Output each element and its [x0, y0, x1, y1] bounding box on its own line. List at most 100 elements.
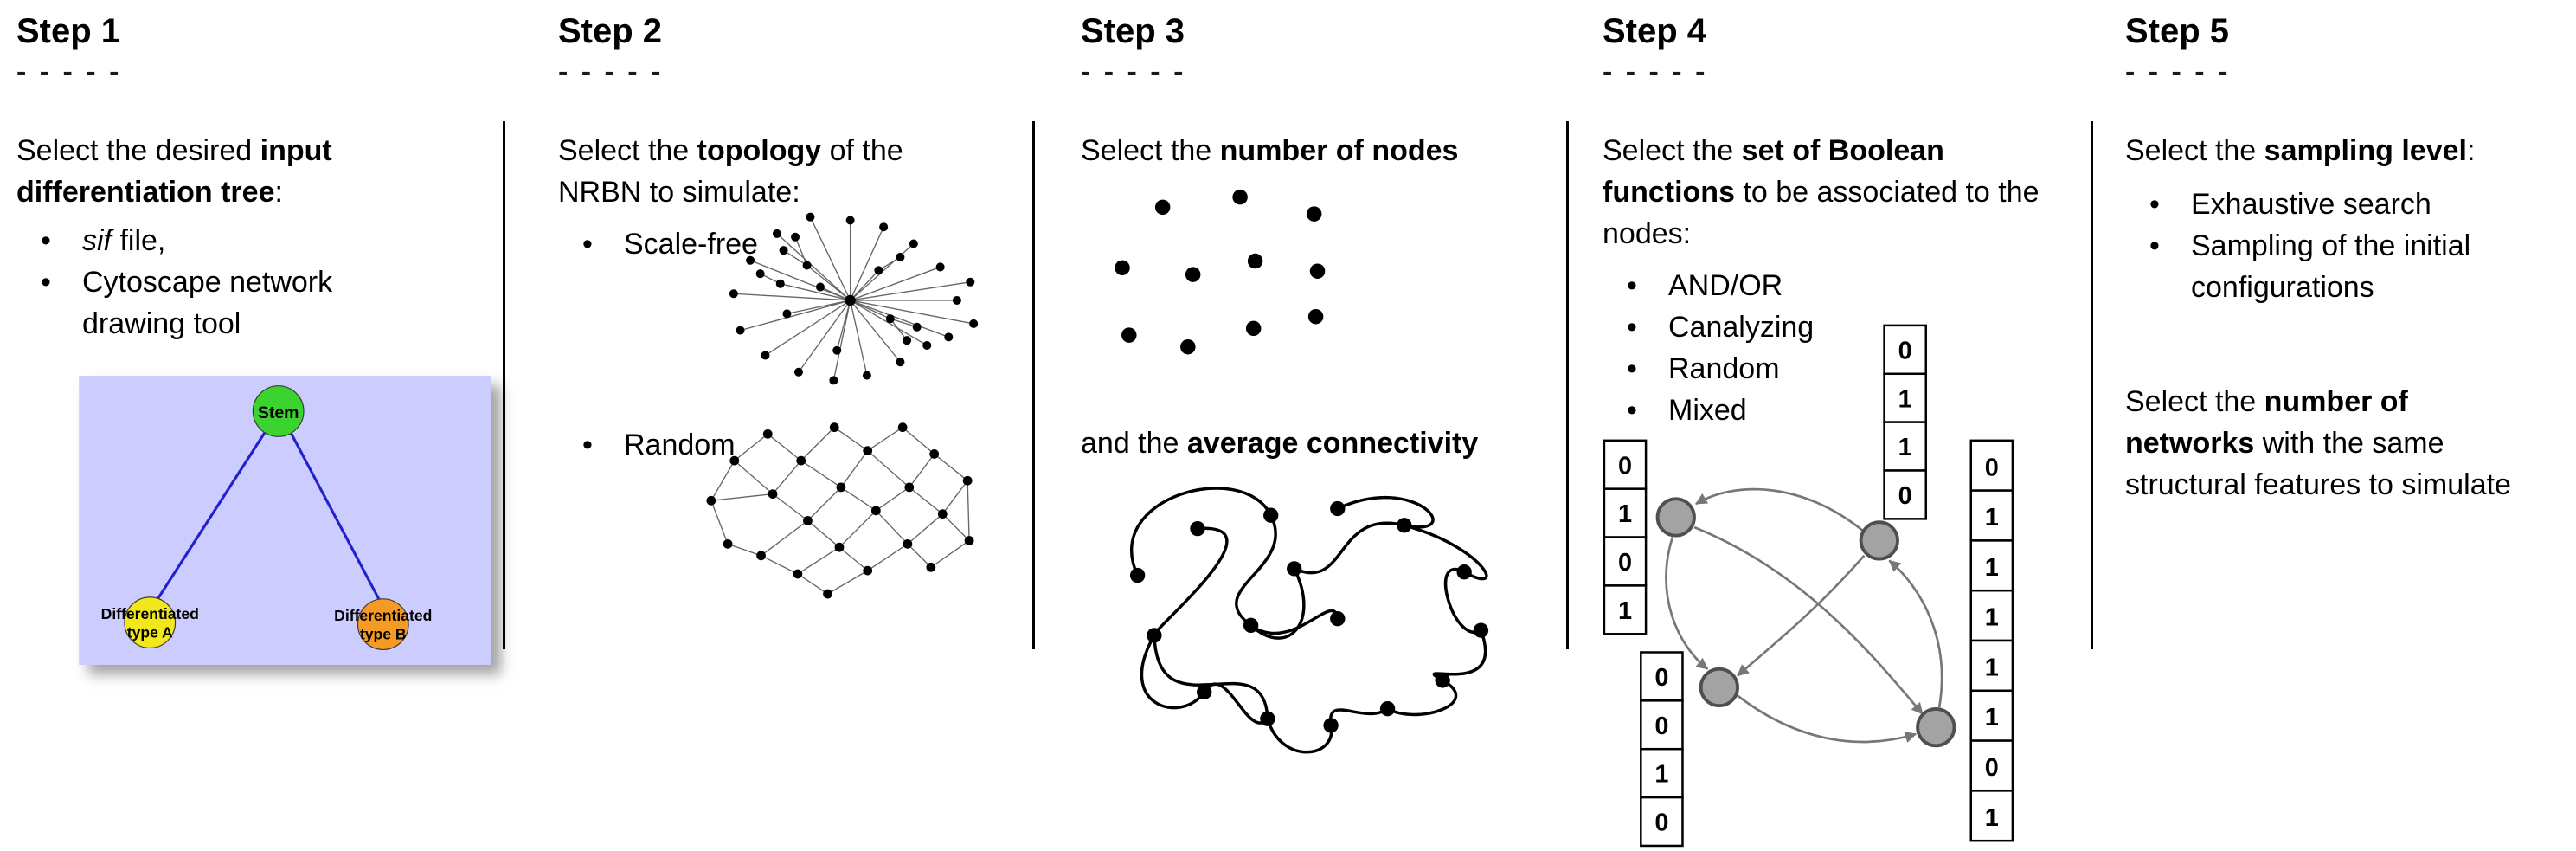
step-3-column: Step 3 - - - - - Select the number of no…: [1081, 0, 1561, 851]
bullet-and-or: AND/OR: [1603, 265, 1897, 306]
intro-text: :: [2466, 134, 2476, 167]
nodes-dots-svg: [1115, 189, 1326, 355]
network-nodes: [706, 422, 974, 599]
column-divider-1: [503, 121, 505, 649]
bullet-label: Exhaustive search: [2191, 188, 2431, 221]
column-divider-2: [1032, 121, 1035, 649]
bullet-dot-icon: [582, 223, 624, 265]
intro-text: of the NRBN to simulate:: [558, 134, 903, 209]
cell-value: 0: [1898, 482, 1912, 510]
type-a-node: [124, 596, 177, 649]
step-4-dashes: - - - - -: [1603, 55, 1708, 88]
tree-edge-right: [288, 430, 383, 605]
bullet-mixed: Mixed: [1603, 390, 1897, 431]
boolean-table-4: 0 1 1 1 1 1 0 1: [1969, 439, 2014, 842]
bullet-label: Random: [1668, 352, 1780, 385]
network-nodes: [729, 212, 979, 385]
stem-node: [252, 385, 305, 437]
step-1-bullet-list: sif file, Cytoscape network drawing tool: [16, 220, 423, 345]
sif-italic: sif: [82, 224, 112, 257]
network-edges: [733, 216, 974, 381]
step-5-networks-paragraph: Select the number of networks with the s…: [2125, 381, 2532, 506]
intro-bold-text: set of Boolean functions: [1603, 134, 1944, 209]
bullet-sampling-initial-configurations: Sampling of the initial configurations: [2125, 225, 2558, 308]
boolean-network-svg: 0 1 1 0 0 1 0 1: [1603, 324, 2014, 848]
step-1-intro: Select the desired input differentiation…: [16, 130, 423, 213]
graph-nodes: [1655, 497, 1956, 748]
intro-text: :: [274, 176, 283, 209]
connectivity-tangle-figure: [1084, 472, 1559, 772]
bullet-dot-icon: [2149, 225, 2191, 308]
bullet-label: Sampling of the initial configurations: [2191, 229, 2471, 304]
gene-node-c: [1699, 667, 1739, 708]
intro-text: with the same structural features to sim…: [2125, 427, 2511, 501]
cell-value: 1: [1985, 504, 1999, 532]
intro-bold-text: topology: [697, 134, 822, 167]
boolean-network-figure: 0 1 1 0 0 1 0 1: [1603, 319, 2056, 849]
cell-value: 1: [1985, 654, 1999, 681]
intro-text: Select the: [2125, 385, 2264, 418]
step-2-title: Step 2: [558, 12, 663, 50]
cell-value: 0: [1618, 549, 1632, 577]
step-5-dashes: - - - - -: [2125, 55, 2231, 88]
boolean-table-2: 0 1 0 1: [1603, 439, 1648, 635]
cell-value: 0: [1985, 454, 1999, 481]
tangle-edges: [1129, 487, 1488, 754]
step-5-column: Step 5 - - - - - Select the sampling lev…: [2125, 0, 2571, 851]
boolean-table-1: 0 1 1 0: [1883, 324, 1927, 520]
step-2-column: Step 2 - - - - - Select the topology of …: [558, 0, 1030, 851]
column-divider-3: [1566, 121, 1569, 649]
bullet-label-rest: file,: [112, 224, 166, 257]
column-divider-4: [2091, 121, 2093, 649]
scale-free-network-figure: [703, 187, 1004, 412]
random-network-svg: [706, 422, 974, 599]
intro-text: Select the: [558, 134, 697, 167]
cell-value: 1: [1985, 604, 1999, 632]
bullet-label: Random: [624, 429, 736, 461]
bullet-label: Cytoscape network drawing tool: [82, 266, 333, 340]
edge-d-to-b: [1888, 559, 1943, 708]
step-1-title: Step 1: [16, 12, 121, 50]
bullet-sif-file: sif file,: [16, 220, 423, 261]
cell-value: 1: [1985, 554, 1999, 582]
intro-text: Select the: [1603, 134, 1742, 167]
boolean-table-3: 0 0 1 0: [1640, 651, 1684, 848]
step-4-intro: Select the set of Boolean functions to b…: [1603, 130, 2040, 255]
cell-value: 1: [1985, 804, 1999, 832]
bullet-label: Canalyzing: [1668, 311, 1815, 344]
cell-value: 1: [1654, 761, 1668, 789]
cell-value: 0: [1654, 809, 1668, 837]
cell-value: 0: [1985, 754, 1999, 782]
edge-a-to-d: [1693, 525, 1924, 715]
network-edges: [710, 427, 970, 595]
tangle-nodes: [1129, 500, 1489, 733]
type-a-label-line1: Differentiated: [101, 605, 199, 622]
bullet-dot-icon: [582, 424, 624, 466]
bullet-canalyzing: Canalyzing: [1603, 306, 1897, 348]
step-3-line2: and the average connectivity: [1081, 422, 1561, 464]
step-5-intro: Select the sampling level:: [2125, 130, 2558, 171]
intro-text: Select the desired: [16, 134, 260, 167]
edge-b-to-c: [1737, 554, 1866, 677]
graph-edges: [1665, 487, 1943, 744]
bullet-random: Random: [558, 424, 736, 466]
cell-value: 1: [1618, 597, 1632, 625]
step-3-line1: Select the number of nodes: [1081, 130, 1561, 171]
cell-value: 1: [1898, 434, 1912, 461]
differentiation-tree-figure: Stem Differentiated type A Differentiate…: [79, 376, 491, 665]
gene-node-b: [1859, 520, 1899, 561]
bullet-dot-icon: [2149, 184, 2191, 225]
bullet-cytoscape: Cytoscape network drawing tool: [16, 261, 423, 345]
cell-value: 0: [1654, 712, 1668, 740]
intro-text: Select the: [2125, 134, 2264, 167]
random-network-figure: [681, 397, 998, 617]
bullet-label: Scale-free: [624, 228, 758, 261]
edge-c-to-d: [1737, 694, 1918, 744]
intro-bold-text: average connectivity: [1186, 427, 1479, 460]
tree-edge-left: [155, 429, 268, 602]
bullet-dot-icon: [1627, 265, 1668, 306]
bullet-label: sif file,: [82, 220, 165, 261]
cell-value: 1: [1898, 385, 1912, 413]
step-3-title: Step 3: [1081, 12, 1185, 50]
